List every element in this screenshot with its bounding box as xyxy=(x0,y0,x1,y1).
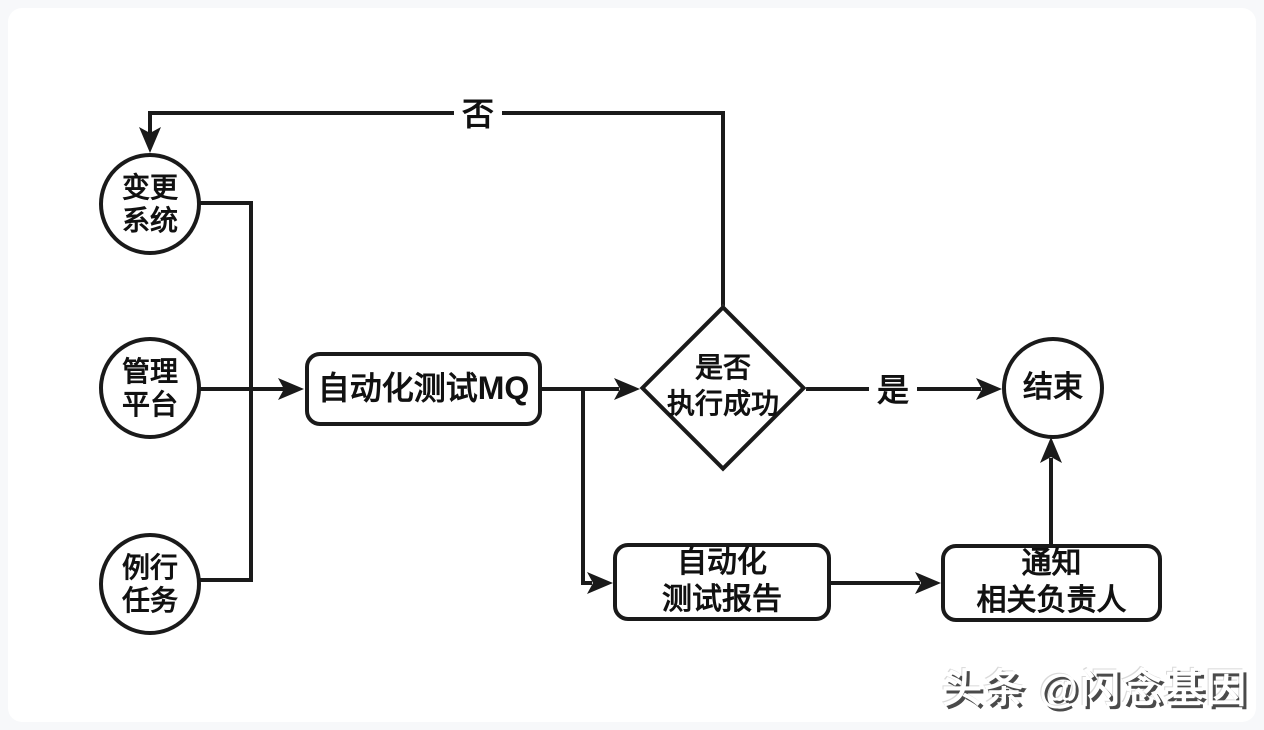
edge-mq-to-report-branch xyxy=(581,389,592,585)
node-management-platform-line1: 管理 xyxy=(121,355,178,387)
node-auto-test-report-line2: 测试报告 xyxy=(662,583,782,616)
arrowhead-into-change-system xyxy=(139,127,161,153)
node-auto-test-report: 自动化 测试报告 xyxy=(613,543,831,621)
node-notify-owner-line2: 相关负责人 xyxy=(976,584,1127,617)
edge-no-loop xyxy=(148,111,725,312)
arrowhead-into-decision xyxy=(614,378,640,400)
node-management-platform-line2: 平台 xyxy=(121,389,178,420)
node-routine-task: 例行 任务 xyxy=(99,533,201,635)
node-decision-line2: 执行成功 xyxy=(666,388,779,420)
node-notify-owner: 通知 相关负责人 xyxy=(941,544,1162,622)
node-decision-label: 是否 执行成功 xyxy=(633,350,813,423)
arrowhead-into-mq xyxy=(278,378,304,400)
node-change-system: 变更 系统 xyxy=(99,153,201,255)
node-end: 结束 xyxy=(1002,337,1104,439)
arrowhead-into-end-bottom xyxy=(1040,437,1062,463)
node-change-system-line2: 系统 xyxy=(121,205,178,236)
node-auto-test-mq-label: 自动化测试MQ xyxy=(317,370,530,407)
node-auto-test-report-line1: 自动化 xyxy=(677,546,767,580)
node-management-platform: 管理 平台 xyxy=(99,337,201,439)
arrowhead-into-report xyxy=(587,572,613,594)
node-change-system-line1: 变更 xyxy=(121,171,178,203)
arrowhead-into-end-left xyxy=(976,378,1002,400)
edge-sources-bracket xyxy=(199,201,253,582)
node-routine-task-line1: 例行 xyxy=(121,551,178,583)
node-decision-line1: 是否 xyxy=(694,352,751,383)
arrowhead-into-notify xyxy=(915,572,941,594)
node-routine-task-line2: 任务 xyxy=(121,585,178,616)
node-auto-test-mq: 自动化测试MQ xyxy=(305,352,542,426)
node-end-label: 结束 xyxy=(1023,371,1083,405)
watermark: 头条 @闪念基因 xyxy=(941,667,1248,711)
node-notify-owner-line1: 通知 xyxy=(1021,547,1082,581)
edge-label-yes: 是 xyxy=(868,374,918,406)
edge-label-no: 否 xyxy=(453,98,503,130)
